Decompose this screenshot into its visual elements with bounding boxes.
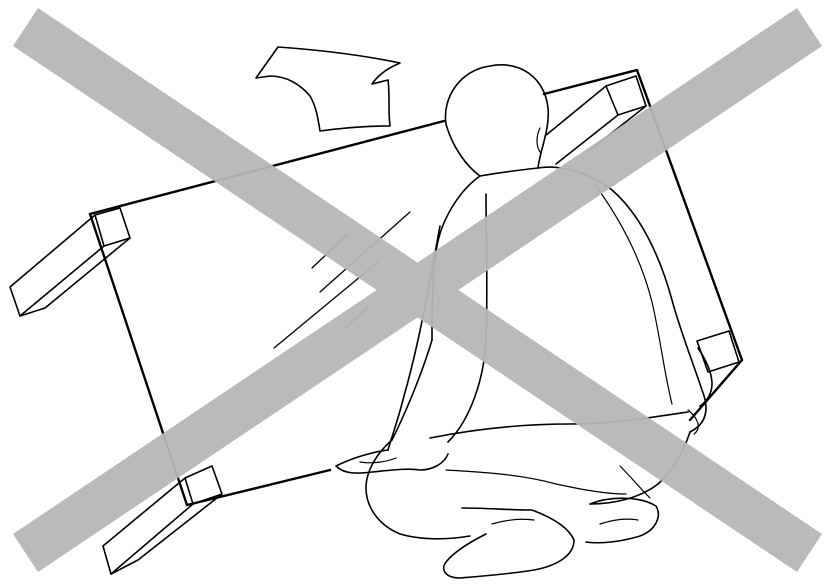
corner-block-top-left [10,208,130,316]
curved-arrow-icon [256,47,400,131]
prohibition-cross-icon [13,8,822,572]
